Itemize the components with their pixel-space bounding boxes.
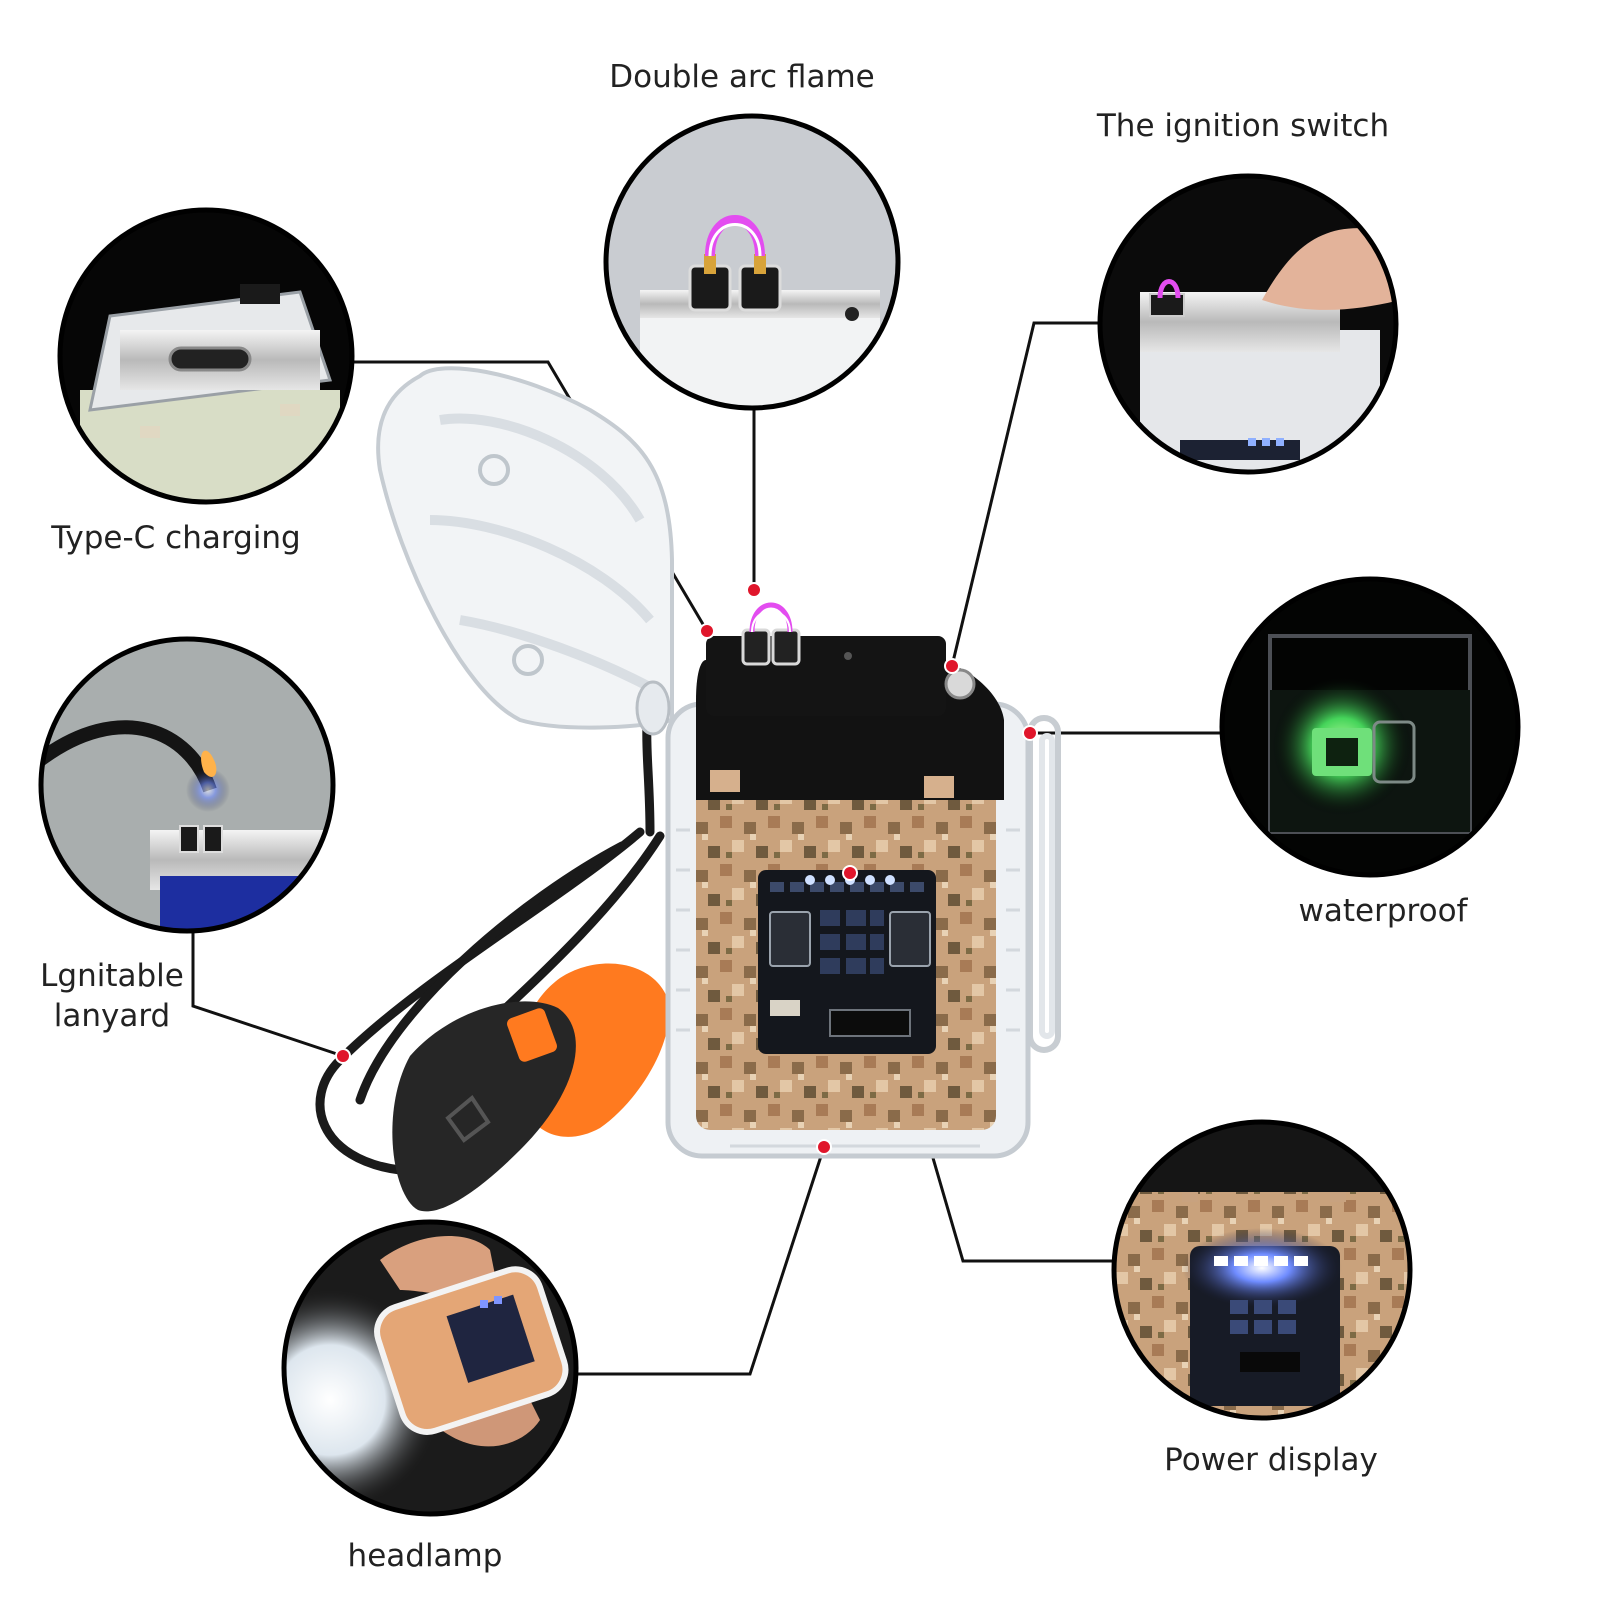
label-lanyard-line1: Lgnitable bbox=[40, 958, 184, 994]
marker-type-c bbox=[699, 623, 715, 639]
label-headlamp: headlamp bbox=[347, 1538, 503, 1574]
leader-headlamp bbox=[574, 1146, 826, 1376]
marker-lanyard bbox=[335, 1048, 351, 1064]
electrodes bbox=[741, 602, 801, 666]
marker-waterproof bbox=[1022, 725, 1038, 741]
label-double-arc-flame: Double arc flame bbox=[609, 59, 875, 95]
whistle bbox=[392, 963, 670, 1212]
label-type-c-charging: Type-C charging bbox=[51, 520, 301, 556]
label-waterproof: waterproof bbox=[1298, 893, 1468, 929]
callout-ignition bbox=[1097, 173, 1399, 475]
label-lanyard-line2: lanyard bbox=[53, 998, 171, 1034]
callout-power bbox=[1111, 1119, 1413, 1421]
marker-power bbox=[842, 865, 858, 881]
marker-ignition bbox=[944, 658, 960, 674]
callout-lanyard bbox=[38, 636, 336, 934]
marker-headlamp bbox=[816, 1139, 832, 1155]
leader-lanyard bbox=[191, 930, 344, 1058]
belt-clip bbox=[1027, 715, 1061, 1053]
clear-lid bbox=[376, 366, 674, 736]
label-ignitable-lanyard: Lgnitable lanyard bbox=[40, 956, 184, 1036]
callout-waterproof bbox=[1219, 576, 1521, 878]
callout-type-c bbox=[57, 207, 355, 505]
callout-double-arc bbox=[603, 113, 901, 411]
marker-dots bbox=[335, 582, 1038, 1155]
label-ignition-switch: The ignition switch bbox=[1096, 108, 1390, 144]
lighter-product bbox=[315, 366, 1061, 1212]
callout-headlamp bbox=[281, 1219, 579, 1517]
label-power-display: Power display bbox=[1164, 1442, 1378, 1478]
marker-double-arc bbox=[746, 582, 762, 598]
leader-ignition bbox=[950, 321, 1100, 667]
